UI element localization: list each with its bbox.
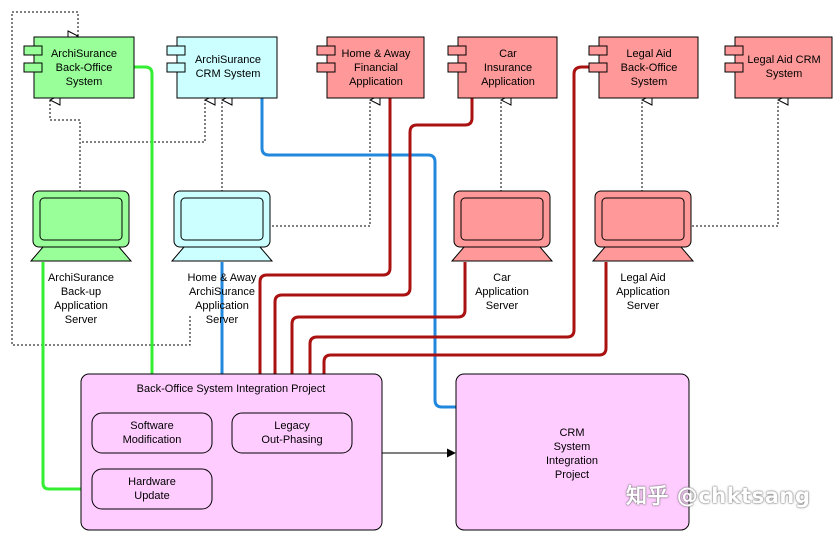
component-label: CRM System: [196, 68, 261, 80]
work-package-label: Software: [130, 420, 173, 432]
server-label: Application: [54, 300, 108, 312]
server-label: Car: [493, 272, 511, 284]
server-label: Application: [616, 286, 670, 298]
green-line-server-hardware: [41, 262, 93, 491]
server-label: Application: [475, 286, 529, 298]
component-label: Car: [499, 48, 517, 60]
component-label: Home & Away: [342, 48, 411, 60]
realization-relations: [11, 11, 778, 346]
project-title: Back-Office System Integration Project: [137, 383, 326, 395]
red-line-legal-server: [322, 262, 608, 414]
component-label: Application: [349, 76, 403, 88]
server-label: Back-up: [61, 286, 101, 298]
server-label: Server: [65, 314, 98, 326]
server-label: Legal Aid: [620, 272, 665, 284]
component-legal-aid-crm[interactable]: Legal Aid CRM System: [724, 36, 833, 99]
server-label: Server: [627, 300, 660, 312]
work-package-label: Out-Phasing: [261, 434, 322, 446]
realization-backup-to-backoffice: [50, 100, 81, 192]
component-label: Legal Aid: [626, 48, 671, 60]
realization-legal-to-crm: [692, 100, 778, 227]
component-label: System: [631, 76, 668, 88]
server-label: Server: [486, 300, 519, 312]
server-label: Application: [195, 300, 249, 312]
realization-loop-backoffice: [11, 11, 191, 346]
server-label: ArchiSurance: [189, 286, 255, 298]
green-line-backoffice-software: [134, 65, 154, 414]
red-line-car-insurance: [273, 96, 474, 414]
project-label: Integration: [546, 455, 598, 467]
component-label: ArchiSurance: [195, 54, 261, 66]
red-line-car-server: [290, 262, 467, 414]
watermark: 知乎 @chktsang: [626, 484, 811, 508]
component-label: System: [66, 76, 103, 88]
component-label: Insurance: [484, 62, 532, 74]
work-package-label: Legacy: [274, 420, 310, 432]
component-label: Application: [481, 76, 535, 88]
red-line-financial: [258, 96, 392, 414]
work-package-label: Modification: [123, 434, 182, 446]
component-label: Back-Office: [56, 62, 113, 74]
blue-line-crm-project: [260, 96, 457, 409]
component-label: Legal Aid CRM: [747, 54, 820, 66]
projects: Back-Office System Integration Project S…: [80, 373, 690, 531]
server-label: Server: [206, 314, 239, 326]
server-label: ArchiSurance: [48, 272, 114, 284]
component-label: Financial: [354, 62, 398, 74]
component-label: Back-Office: [621, 62, 678, 74]
project-label: Project: [555, 469, 589, 481]
realization-ha-to-financial: [272, 100, 370, 227]
server-label: Home & Away: [188, 272, 257, 284]
component-label: System: [766, 68, 803, 80]
realization-backup-to-crm: [79, 100, 205, 192]
project-label: CRM: [559, 427, 584, 439]
component-label: ArchiSurance: [51, 48, 117, 60]
work-package-label: Hardware: [128, 476, 176, 488]
red-line-legal-backoffice: [308, 65, 594, 414]
project-label: System: [554, 441, 591, 453]
work-package-label: Update: [134, 490, 169, 502]
